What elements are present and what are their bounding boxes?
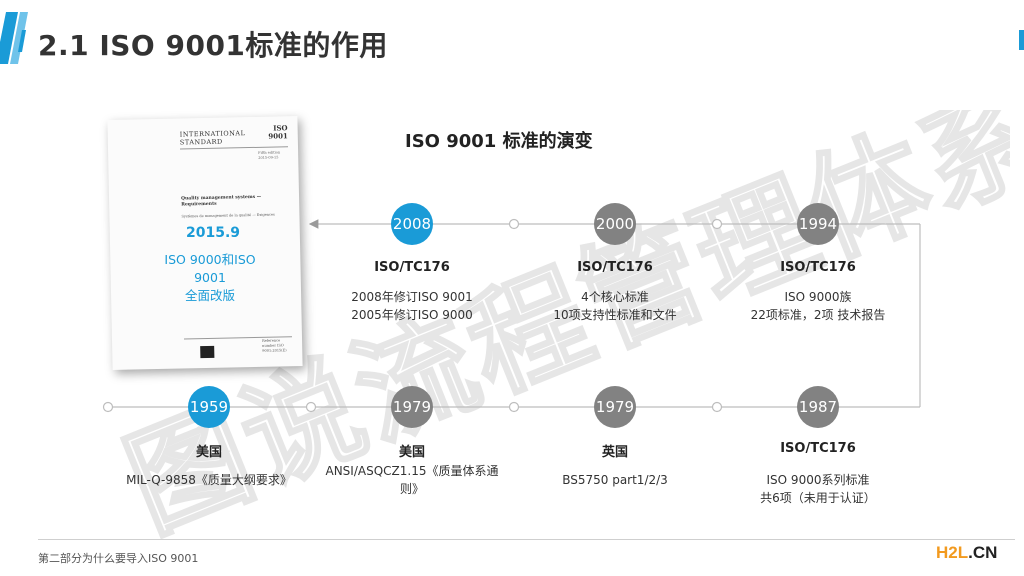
header-accent-stripes: [0, 12, 28, 64]
timeline-desc-line2: 22项标准，2项 技术报告: [750, 308, 886, 322]
timeline-desc: BS5750 part1/2/3: [525, 471, 705, 489]
timeline-node-1979-uk: 1979: [594, 386, 636, 428]
header-right-marker: [1019, 30, 1024, 50]
timeline-node-1987: 1987: [797, 386, 839, 428]
timeline-node-1959: 1959: [188, 386, 230, 428]
timeline-node-2000: 2000: [594, 203, 636, 245]
timeline-org: ISO/TC176: [780, 441, 856, 456]
timeline-desc-line1: ANSI/ASQCZ1.15《质量体系通: [325, 464, 499, 478]
timeline-desc: ANSI/ASQCZ1.15《质量体系通 则》: [312, 462, 512, 498]
site-logo-part2: .CN: [968, 543, 998, 562]
timeline-dot: [711, 218, 723, 230]
book-year: 2015.9: [186, 225, 241, 241]
timeline-dot: [102, 401, 114, 413]
timeline-desc: ISO 9000系列标准 共6项（未用于认证）: [728, 471, 908, 507]
site-logo: H2L.CN: [936, 543, 997, 563]
timeline-dot: [305, 401, 317, 413]
timeline-desc-line1: MIL-Q-9858《质量大纲要求》: [126, 473, 292, 487]
book-note: ISO 9000和ISO 9001 全面改版: [148, 251, 272, 305]
timeline-desc: 2008年修订ISO 9001 2005年修订ISO 9000: [322, 288, 502, 324]
timeline-desc-line1: ISO 9000族: [784, 290, 852, 304]
timeline-org: ISO/TC176: [374, 260, 450, 275]
timeline-desc: ISO 9000族 22项标准，2项 技术报告: [728, 288, 908, 324]
timeline-node-2008: 2008: [391, 203, 433, 245]
timeline-org: ISO/TC176: [780, 260, 856, 275]
footer-section-label: 第二部分为什么要导入ISO 9001: [38, 552, 199, 565]
timeline-dot: [508, 401, 520, 413]
site-logo-part1: H2L: [936, 543, 969, 562]
timeline-org: 英国: [601, 445, 628, 460]
timeline-desc: 4个核心标准 10项支持性标准和文件: [525, 288, 705, 324]
timeline-desc-line2: 则》: [399, 482, 424, 496]
timeline-desc-line2: 10项支持性标准和文件: [553, 308, 677, 322]
timeline-dot: [508, 218, 520, 230]
timeline-desc: MIL-Q-9858《质量大纲要求》: [109, 471, 309, 489]
timeline-title: ISO 9001 标准的演变: [405, 131, 593, 152]
timeline-desc-line2: 共6项（未用于认证）: [760, 491, 876, 505]
timeline-desc-line1: ISO 9000系列标准: [766, 473, 870, 487]
timeline-desc-line2: 2005年修订ISO 9000: [351, 308, 473, 322]
book-note-line2: 全面改版: [184, 288, 235, 303]
timeline-org: 美国: [195, 445, 222, 460]
footer-divider: [38, 539, 1015, 540]
timeline-org: ISO/TC176: [577, 260, 653, 275]
timeline-node-1979-us: 1979: [391, 386, 433, 428]
page-title: 2.1 ISO 9001标准的作用: [38, 29, 388, 62]
timeline-desc-line1: BS5750 part1/2/3: [562, 473, 668, 487]
timeline-dot: [711, 401, 723, 413]
timeline-desc-line1: 2008年修订ISO 9001: [351, 290, 473, 304]
timeline-node-1994: 1994: [797, 203, 839, 245]
timeline-desc-line1: 4个核心标准: [581, 290, 649, 304]
book-note-line1: ISO 9000和ISO 9001: [164, 252, 256, 285]
timeline-org: 美国: [398, 445, 425, 460]
